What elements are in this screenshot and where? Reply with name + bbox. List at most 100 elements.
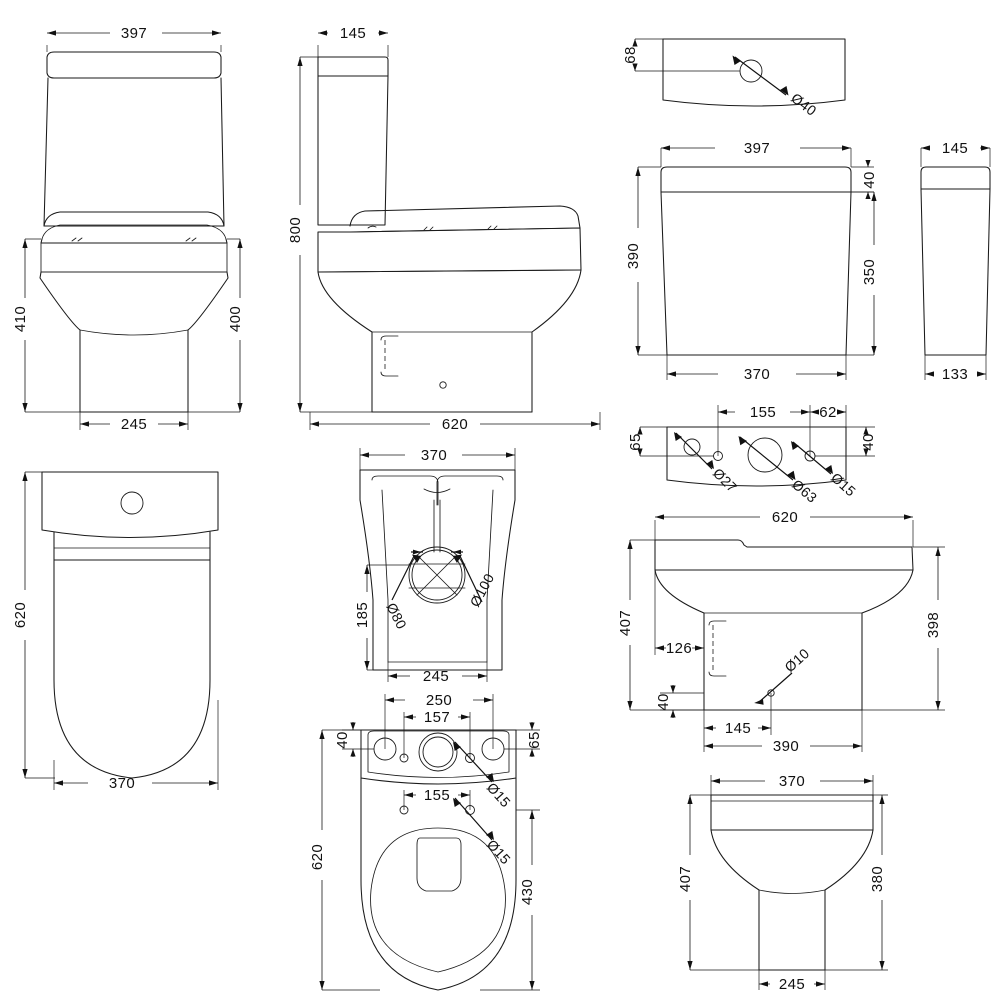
dim-40-pan-top: 40 xyxy=(334,722,374,757)
dim-label: 145 xyxy=(942,140,968,157)
dim-68-lid: 68 xyxy=(622,38,740,72)
dim-label: Ø40 xyxy=(788,90,819,119)
dim-label: 380 xyxy=(869,866,886,892)
dim-label: 245 xyxy=(423,668,449,685)
dim-label: 390 xyxy=(625,243,642,269)
dim-label: Ø80 xyxy=(383,600,410,632)
dim-397-front: 397 xyxy=(46,25,222,52)
dim-label: 398 xyxy=(925,612,942,638)
dim-185-pan-underside: 185 xyxy=(354,564,410,671)
dim-label: 245 xyxy=(779,976,805,993)
dim-label: 185 xyxy=(354,602,371,628)
dim-620-side: 620 xyxy=(309,412,601,433)
dim-label: 370 xyxy=(421,447,447,464)
dim-410-front: 410 xyxy=(12,238,80,413)
dim-390-pan-side: 390 xyxy=(703,710,863,755)
dim-155-pan-top: 155 xyxy=(403,787,471,810)
dim-620-pan-side: 620 xyxy=(654,509,914,547)
view-pan-top: Ø15 Ø15 250 157 40 xyxy=(309,692,543,991)
dim-430-pan-top: 430 xyxy=(480,809,540,991)
dim-620-pan-top: 620 xyxy=(309,729,380,991)
view-pan-underside: Ø80 Ø100 370 185 xyxy=(354,447,516,685)
dim-407-pan-side: 407 xyxy=(617,539,704,711)
dim-370-cistern: 370 xyxy=(666,355,847,383)
dim-label: 400 xyxy=(227,306,244,332)
dim-397-cistern: 397 xyxy=(660,140,852,167)
dim-label: 430 xyxy=(519,879,536,905)
view-pan-side: Ø10 620 407 398 xyxy=(617,509,945,755)
dim-145-cistern: 145 xyxy=(920,140,991,167)
dim-40-cistern: 40 xyxy=(851,160,878,199)
dim-label: 620 xyxy=(309,844,326,870)
dim-label: 40 xyxy=(860,433,877,451)
dim-label: Ø10 xyxy=(781,645,812,675)
dim-label: 65 xyxy=(627,433,644,451)
dim-145-side: 145 xyxy=(317,25,389,57)
dim-label: 390 xyxy=(773,738,799,755)
dim-370-pan-front: 370 xyxy=(710,773,874,795)
dim-40-pan-side: 40 xyxy=(655,685,704,718)
dim-label: Ø15 xyxy=(828,469,859,499)
dim-245-pan-underside: 245 xyxy=(387,662,488,685)
dim-label: 40 xyxy=(655,693,672,711)
dim-label: 620 xyxy=(12,602,29,628)
view-cistern-side: 145 133 xyxy=(920,140,991,383)
dim-145-pan-side: 145 xyxy=(703,693,772,737)
dim-label: 407 xyxy=(617,610,634,636)
dim-label: 40 xyxy=(861,171,878,189)
dim-label: 620 xyxy=(772,509,798,526)
dim-407-pan-front: 407 xyxy=(677,794,759,971)
dim-label: 145 xyxy=(725,720,751,737)
dim-label: 155 xyxy=(750,404,776,421)
dim-65-cistern-bottom: 65 xyxy=(627,426,714,457)
dim-800-side: 800 xyxy=(287,56,372,413)
view-cistern-front: 397 40 390 350 xyxy=(625,140,878,383)
dim-350-cistern: 350 xyxy=(846,191,878,356)
dim-label: Ø15 xyxy=(484,779,514,810)
dim-398-pan-side: 398 xyxy=(862,546,945,711)
dim-620-toilet-top: 620 xyxy=(12,471,55,779)
dim-label: 250 xyxy=(426,692,452,709)
dim-250-pan-top: 250 xyxy=(384,692,494,749)
dim-label: 800 xyxy=(287,217,304,243)
dim-label: Ø100 xyxy=(467,571,498,610)
dim-370-pan-underside: 370 xyxy=(359,447,516,470)
dim-label: 157 xyxy=(424,709,450,726)
dim-62-cistern-bottom: 62 xyxy=(810,404,847,427)
dim-label: Ø27 xyxy=(710,465,741,496)
view-cistern-lid-top: Ø40 68 xyxy=(622,38,846,119)
dim-label: 370 xyxy=(109,775,135,792)
view-toilet-top: 620 370 xyxy=(12,471,219,792)
dim-label: 65 xyxy=(526,731,543,749)
dim-label: 62 xyxy=(819,404,837,421)
dim-label: 410 xyxy=(12,306,29,332)
dim-label: 126 xyxy=(666,640,692,657)
dim-label: 370 xyxy=(744,366,770,383)
dim-label: Ø15 xyxy=(484,836,514,867)
dim-40-cistern-bottom: 40 xyxy=(815,426,877,457)
dim-label: 370 xyxy=(779,773,805,790)
dim-370-toilet-top: 370 xyxy=(53,700,219,792)
dim-label: 620 xyxy=(442,416,468,433)
dim-label: 397 xyxy=(744,140,770,157)
dim-245-pan-front: 245 xyxy=(758,970,826,993)
dim-380-pan-front: 380 xyxy=(825,794,888,971)
dim-label: 155 xyxy=(424,787,450,804)
dim-390-cistern: 390 xyxy=(625,166,667,356)
view-side-elevation: 145 800 620 xyxy=(287,25,601,433)
dim-label: 40 xyxy=(334,731,351,749)
dim-157-pan-top: 157 xyxy=(403,709,471,758)
dim-label: 133 xyxy=(942,366,968,383)
view-front-elevation: 397 410 400 245 xyxy=(12,25,244,433)
dim-label: 68 xyxy=(622,46,639,64)
dim-label: 350 xyxy=(861,259,878,285)
dim-245-front: 245 xyxy=(79,412,189,433)
dim-label: Ø63 xyxy=(789,476,820,506)
view-pan-front: 370 407 380 245 xyxy=(677,773,888,993)
dim-65-pan-top: 65 xyxy=(504,722,543,757)
dim-133-cistern: 133 xyxy=(924,355,987,383)
dim-label: 407 xyxy=(677,866,694,892)
dim-126-pan-side: 126 xyxy=(654,570,705,657)
